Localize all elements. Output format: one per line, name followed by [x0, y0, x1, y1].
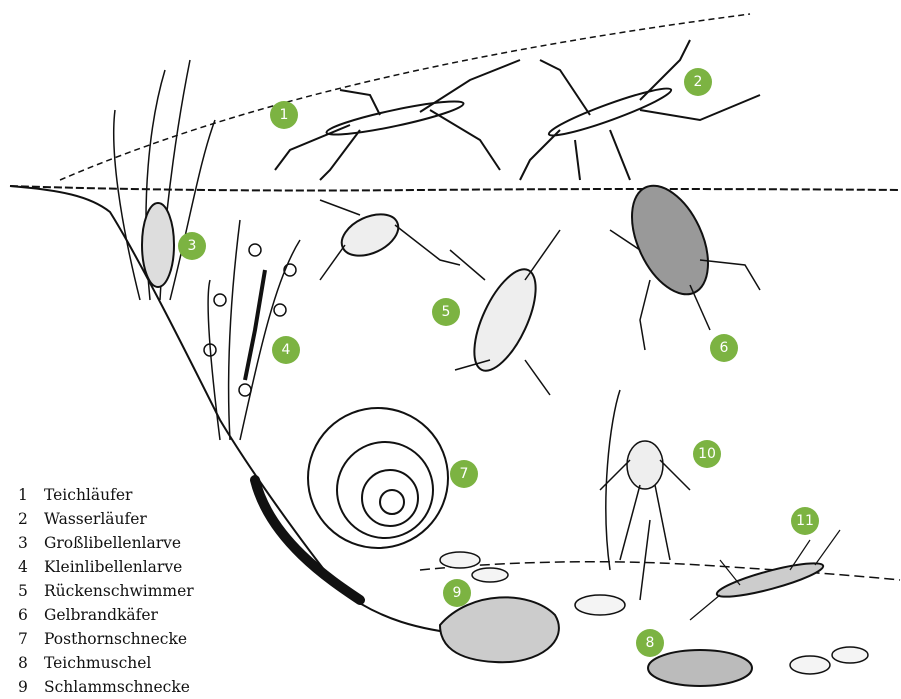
- legend-label: Rückenschwimmer: [44, 579, 194, 603]
- water-mite-drawing: [600, 390, 690, 600]
- legend-number: 3: [18, 531, 44, 555]
- water-surface: [10, 186, 900, 191]
- legend-label: Schlammschnecke: [44, 675, 190, 699]
- legend-number: 9: [18, 675, 44, 699]
- legend-item: 9Schlammschnecke: [18, 675, 194, 699]
- larva-drawing: [715, 557, 826, 603]
- swan-mussel-drawing: [648, 650, 752, 686]
- legend-item: 4Kleinlibellenlarve: [18, 555, 194, 579]
- backswimmer-drawing: [335, 206, 548, 379]
- legend-number: 7: [18, 627, 44, 651]
- species-legend: 1Teichläufer 2Wasserläufer 3Großlibellen…: [18, 483, 194, 699]
- marker-6: 6: [710, 334, 738, 362]
- marker-1: 1: [270, 101, 298, 129]
- far-bank: [60, 14, 750, 180]
- legend-item: 6Gelbrandkäfer: [18, 603, 194, 627]
- legend-item: 7Posthornschnecke: [18, 627, 194, 651]
- marker-11: 11: [791, 507, 819, 535]
- legend-label: Teichmuschel: [44, 651, 151, 675]
- marker-2: 2: [684, 68, 712, 96]
- pond-skater-drawing: [275, 60, 520, 180]
- legend-number: 5: [18, 579, 44, 603]
- legend-label: Wasserläufer: [44, 507, 147, 531]
- legend-number: 8: [18, 651, 44, 675]
- legend-number: 4: [18, 555, 44, 579]
- marker-10: 10: [693, 440, 721, 468]
- legend-item: 1Teichläufer: [18, 483, 194, 507]
- plant-drawing: [204, 220, 300, 440]
- marker-5: 5: [432, 298, 460, 326]
- legend-number: 2: [18, 507, 44, 531]
- marker-4: 4: [272, 336, 300, 364]
- damselfly-larva-drawing: [245, 270, 265, 380]
- legend-number: 1: [18, 483, 44, 507]
- marker-8: 8: [636, 629, 664, 657]
- legend-item: 5Rückenschwimmer: [18, 579, 194, 603]
- pond-snail-drawing: [440, 597, 559, 662]
- marker-7: 7: [450, 460, 478, 488]
- dragonfly-larva-drawing: [142, 203, 174, 287]
- legend-label: Gelbrandkäfer: [44, 603, 158, 627]
- legend-label: Kleinlibellenlarve: [44, 555, 182, 579]
- legend-number: 6: [18, 603, 44, 627]
- legend-item: 8Teichmuschel: [18, 651, 194, 675]
- diving-beetle-drawing: [616, 174, 723, 306]
- legend-label: Großlibellenlarve: [44, 531, 181, 555]
- marker-3: 3: [178, 232, 206, 260]
- legend-label: Teichläufer: [44, 483, 132, 507]
- marker-9: 9: [443, 579, 471, 607]
- legend-label: Posthornschnecke: [44, 627, 187, 651]
- legend-item: 2Wasserläufer: [18, 507, 194, 531]
- legend-item: 3Großlibellenlarve: [18, 531, 194, 555]
- water-strider-drawing: [520, 40, 760, 180]
- ramshorn-snail-drawing: [308, 408, 448, 548]
